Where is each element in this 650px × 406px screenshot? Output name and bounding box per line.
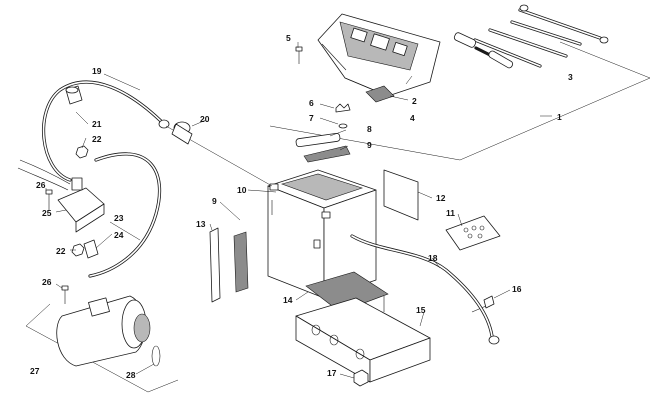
- callout-10: 10: [237, 185, 247, 195]
- starter-boot: [83, 239, 99, 259]
- terminal-hardware-kit: [445, 215, 501, 251]
- callout-8: 8: [367, 124, 372, 134]
- starter-cable: [88, 152, 162, 278]
- tool-set: [453, 4, 609, 69]
- callout-15: 15: [416, 305, 426, 315]
- callout-22-lower: 22: [56, 246, 66, 256]
- starter-motor: [56, 295, 151, 367]
- tray-bolt: [471, 295, 495, 313]
- callout-9-lower: 9: [212, 196, 217, 206]
- callout-27: 27: [30, 366, 40, 376]
- callout-28: 28: [126, 370, 136, 380]
- callout-16: 16: [512, 284, 522, 294]
- callout-26-lower: 26: [42, 277, 52, 287]
- callout-labels: 1 2 3 4 5 6 7 8 9 9 10 11 12 13 14 15 16…: [30, 33, 573, 380]
- callout-7: 7: [309, 113, 314, 123]
- toolkit-bracket: [269, 41, 650, 161]
- callout-2: 2: [412, 96, 417, 106]
- callout-24: 24: [114, 230, 124, 240]
- terminal-nuts: [71, 145, 89, 257]
- callout-25: 25: [42, 208, 52, 218]
- battery: [267, 169, 377, 299]
- positive-cable: [41, 80, 273, 187]
- callout-9-upper: 9: [367, 140, 372, 150]
- flange-nut: [353, 369, 369, 387]
- callout-5: 5: [286, 33, 291, 43]
- callout-17: 17: [327, 368, 337, 378]
- tray-screw: [295, 46, 303, 64]
- callout-12: 12: [436, 193, 446, 203]
- callout-14: 14: [283, 295, 293, 305]
- starter-solenoid: [17, 159, 105, 233]
- callout-4: 4: [410, 113, 415, 123]
- callout-13: 13: [196, 219, 206, 229]
- wing-nut-and-washer: [335, 103, 351, 129]
- callout-1: 1: [557, 112, 562, 122]
- callout-18: 18: [428, 253, 438, 263]
- tool-tray: [317, 13, 441, 97]
- callout-23: 23: [114, 213, 124, 223]
- negative-cable: [350, 234, 500, 345]
- tray-pad: [365, 85, 395, 103]
- insulating-pad: [383, 169, 419, 221]
- side-strap: [209, 227, 249, 303]
- terminal-boot: [171, 121, 193, 145]
- hold-down-strap: [295, 132, 351, 163]
- callout-19: 19: [92, 66, 102, 76]
- leader-lines: [45, 42, 511, 379]
- callout-11: 11: [446, 208, 455, 218]
- battery-tray: [295, 271, 431, 383]
- callout-21: 21: [92, 119, 102, 129]
- starter-screw: [61, 285, 69, 304]
- callout-22-upper: 22: [92, 134, 102, 144]
- callout-20: 20: [200, 114, 210, 124]
- callout-26-upper: 26: [36, 180, 46, 190]
- o-ring: [151, 345, 161, 367]
- solenoid-screw: [45, 189, 53, 210]
- cable-boot: [65, 85, 83, 105]
- callout-3: 3: [568, 72, 573, 82]
- callout-6: 6: [309, 98, 314, 108]
